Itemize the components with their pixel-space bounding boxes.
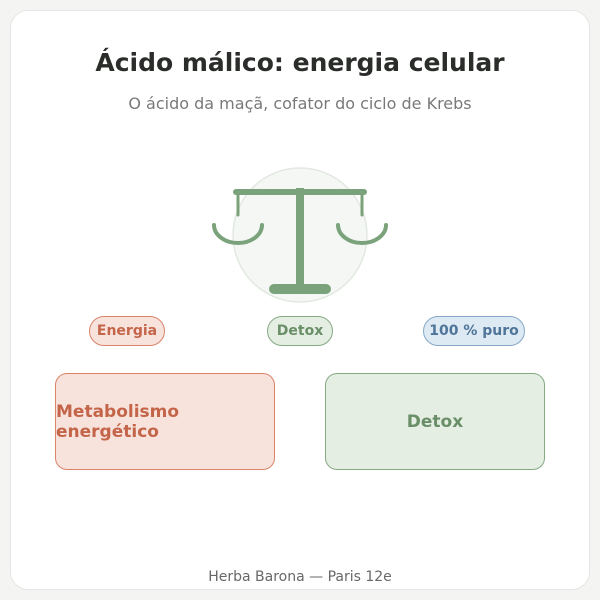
page-subtitle: O ácido da maçã, cofator do ciclo de Kre… bbox=[128, 94, 472, 113]
card-detox-label: Detox bbox=[406, 411, 464, 432]
tag-energia: Energia bbox=[89, 316, 165, 346]
page-title: Ácido málico: energia celular bbox=[95, 48, 505, 77]
card-detox: Detox bbox=[325, 373, 545, 470]
card-metabolismo-label: Metabolismo energético bbox=[56, 401, 180, 442]
card-metabolismo: Metabolismo energético bbox=[55, 373, 275, 470]
footer-text: Herba Barona — Paris 12e bbox=[208, 569, 392, 585]
balance-scale-icon bbox=[212, 188, 388, 294]
tag-100-puro: 100 % puro bbox=[423, 316, 525, 346]
tag-detox: Detox bbox=[267, 316, 333, 346]
